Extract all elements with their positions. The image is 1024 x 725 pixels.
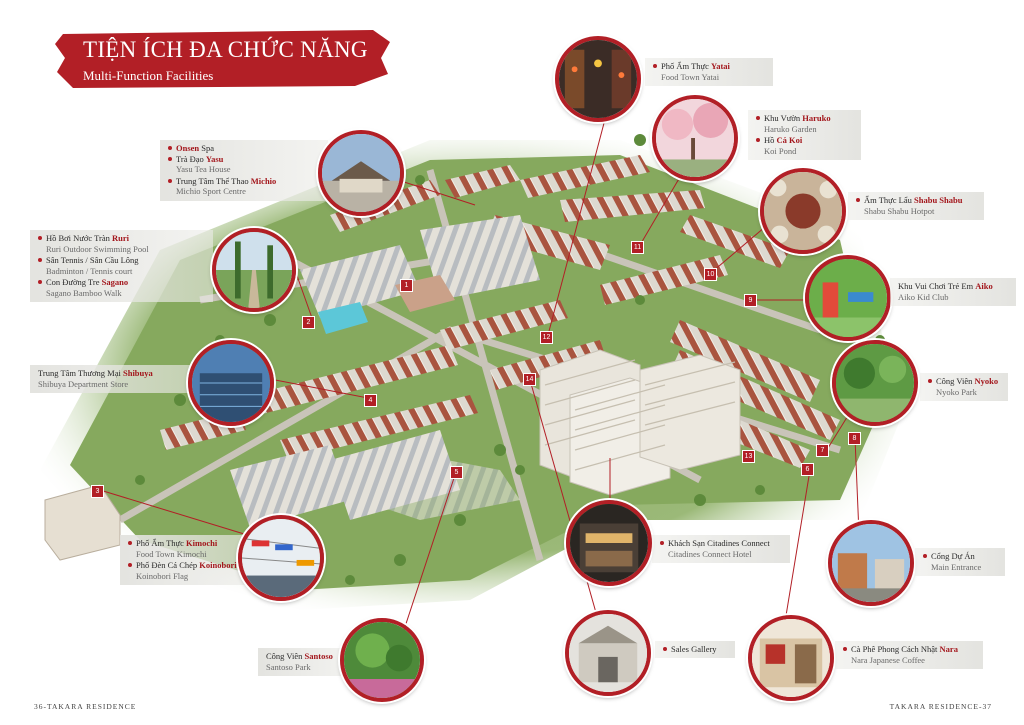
townhouse-row: [600, 255, 728, 305]
brush-stroke-shape: [55, 30, 390, 88]
footer-right: TAKARA RESIDENCE-37: [889, 702, 992, 711]
townhouse-row: [490, 340, 606, 390]
townhouse-row: [445, 165, 520, 198]
photo-onsen: [318, 130, 404, 216]
photo-yatai: [555, 36, 641, 122]
callout-yatai-label: Phố Ẩm Thực Yatai Food Town Yatai: [645, 58, 773, 86]
callout-pool-label: Hồ Bơi Nước Tràn Ruri Ruri Outdoor Swimm…: [30, 230, 213, 302]
callout-entrance-label: Cổng Dự Án Main Entrance: [915, 548, 1005, 576]
map-marker-14[interactable]: 14: [523, 373, 536, 386]
photo-shibuya: [188, 340, 274, 426]
photo-citadines-hotel: [566, 500, 652, 586]
townhouse-row: [670, 320, 820, 402]
map-marker-3[interactable]: 3: [91, 485, 104, 498]
villa-cluster: [230, 445, 350, 528]
map-marker-2[interactable]: 2: [302, 316, 315, 329]
page-title: TIỆN ÍCH ĐA CHỨC NĂNG: [83, 37, 368, 62]
map-marker-10[interactable]: 10: [704, 268, 717, 281]
townhouse-row: [280, 395, 478, 460]
townhouse-row: [680, 215, 790, 268]
callout-shabu-label: Ẩm Thực Lẩu Shabu Shabu Shabu Shabu Hotp…: [848, 192, 984, 220]
callout-nara-label: Cà Phê Phong Cách Nhật Nara Nara Japanes…: [835, 641, 983, 669]
callout-nyoko-label: Công Viên Nyoko Nyoko Park: [920, 373, 1008, 401]
callout-aiko-label: Khu Vui Chơi Trẻ Em Aiko Aiko Kid Club: [890, 278, 1016, 306]
photo-nyoko-park: [832, 340, 918, 426]
callout-haruko-label: Khu Vườn Haruko Haruko Garden Hồ Cá Koi …: [748, 110, 861, 160]
map-marker-4[interactable]: 4: [364, 394, 377, 407]
map-marker-13[interactable]: 13: [742, 450, 755, 463]
villa-cluster: [300, 245, 420, 318]
footer-left: 36-TAKARA RESIDENCE: [34, 702, 137, 711]
map-marker-5[interactable]: 5: [450, 466, 463, 479]
page-subtitle: Multi-Function Facilities: [83, 68, 214, 83]
map-marker-8[interactable]: 8: [848, 432, 861, 445]
townhouse-row: [730, 420, 810, 468]
apartment-tower: [639, 354, 741, 471]
callout-santoso-label: Công Viên Santoso Santoso Park: [258, 648, 356, 676]
callout-shibuya-label: Trung Tâm Thương Mại Shibuya Shibuya Dep…: [30, 365, 198, 393]
townhouse-row: [520, 155, 650, 198]
villa-cluster: [420, 215, 540, 300]
townhouse-row: [250, 345, 458, 415]
title-banner: TIỆN ÍCH ĐA CHỨC NĂNG Multi-Function Fac…: [55, 28, 390, 90]
villa-cluster: [300, 455, 520, 520]
callout-sales-label: Sales Gallery: [655, 641, 735, 658]
photo-aiko-kid-club: [805, 255, 891, 341]
photo-nara-coffee: [748, 615, 834, 701]
photo-shabu-shabu: [760, 168, 846, 254]
callout-citadines-label: Khách Sạn Citadines Connect Citadines Co…: [652, 535, 790, 563]
tower-windows: [544, 359, 736, 471]
townhouse-row: [560, 190, 705, 222]
swimming-pool: [318, 302, 368, 334]
photo-bamboo-walk: [212, 228, 296, 312]
photo-santoso-park: [340, 618, 424, 702]
photo-koinobori: [238, 515, 324, 601]
map-marker-11[interactable]: 11: [631, 241, 644, 254]
callout-onsen-label: Onsen Spa Trà Đạo Yasu Yasu Tea House Tr…: [160, 140, 328, 201]
map-marker-1[interactable]: 1: [400, 279, 413, 292]
callout-kimochi-label: Phố Ẩm Thực Kimochi Food Town Kimochi Ph…: [120, 535, 258, 585]
photo-main-entrance: [828, 520, 914, 606]
map-marker-12[interactable]: 12: [540, 331, 553, 344]
photo-sales-gallery: [565, 610, 651, 696]
townhouse-row: [440, 300, 568, 350]
map-marker-7[interactable]: 7: [816, 444, 829, 457]
photo-haruko-garden: [652, 95, 738, 181]
map-marker-9[interactable]: 9: [744, 294, 757, 307]
map-marker-6[interactable]: 6: [801, 463, 814, 476]
